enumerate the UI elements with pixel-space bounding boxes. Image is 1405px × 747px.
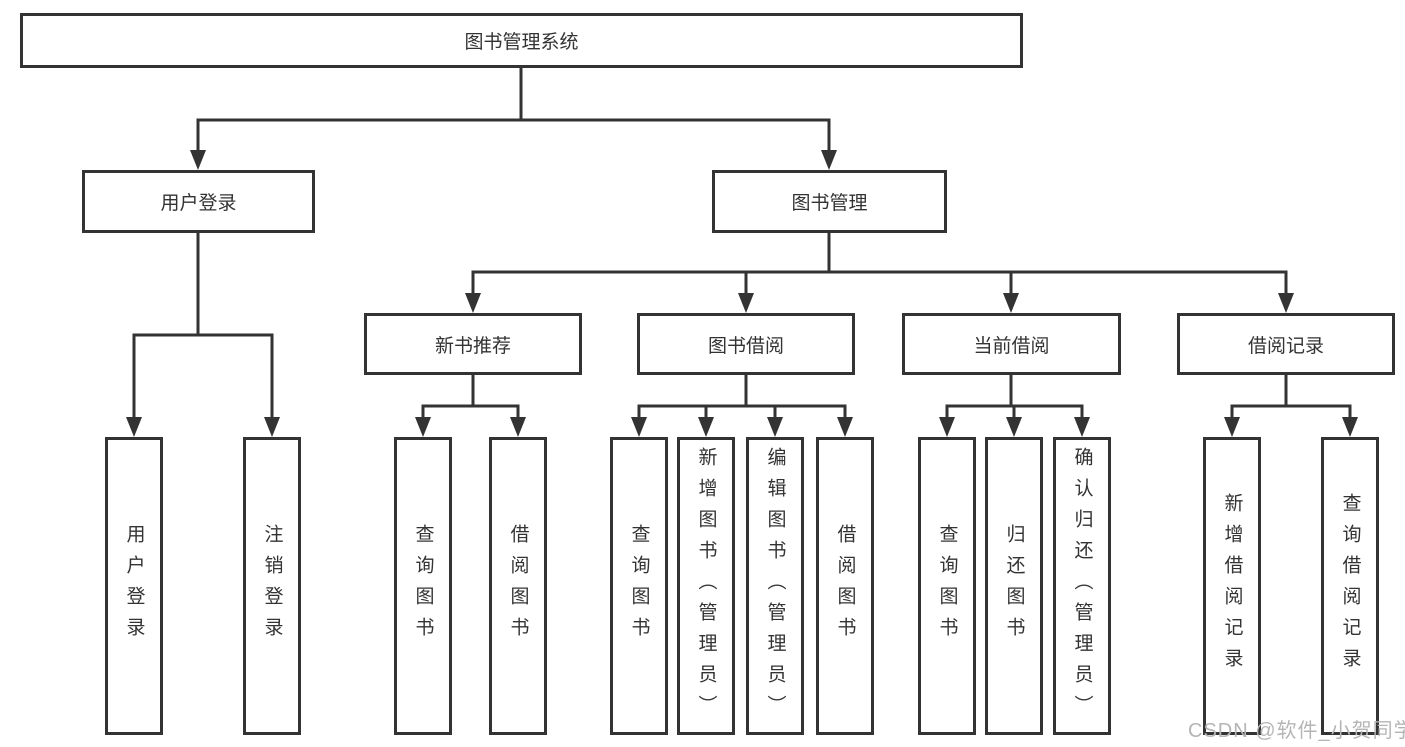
connector-root-branch bbox=[196, 68, 831, 152]
connector-current-borrow-branch bbox=[945, 375, 1084, 419]
leaf-query-books-borrowing: 查询图书 bbox=[610, 437, 668, 735]
leaf-query-borrow-record: 查询借阅记录 bbox=[1321, 437, 1379, 735]
connector-book-borrow-branch bbox=[637, 375, 847, 419]
connector-book-management-branch bbox=[471, 233, 1288, 295]
leaf-user-login: 用户登录 bbox=[105, 437, 163, 735]
leaf-borrow-books-borrowing: 借阅图书 bbox=[816, 437, 874, 735]
leaf-query-books-recommend: 查询图书 bbox=[394, 437, 452, 735]
node-user-login: 用户登录 bbox=[82, 170, 315, 233]
leaf-query-books-current: 查询图书 bbox=[918, 437, 976, 735]
leaf-edit-book-admin: 编辑图书（管理员） bbox=[746, 437, 804, 735]
leaf-return-books: 归还图书 bbox=[985, 437, 1043, 735]
leaf-add-borrow-record: 新增借阅记录 bbox=[1203, 437, 1261, 735]
node-library-management-system: 图书管理系统 bbox=[20, 13, 1023, 68]
csdn-watermark: CSDN @软件_小贺同学 bbox=[1188, 720, 1405, 742]
leaf-add-book-admin: 新增图书（管理员） bbox=[677, 437, 735, 735]
node-current-borrowing: 当前借阅 bbox=[902, 313, 1121, 375]
leaf-borrow-books-recommend: 借阅图书 bbox=[489, 437, 547, 735]
connector-user-login-branch bbox=[132, 233, 274, 419]
node-borrowing-records: 借阅记录 bbox=[1177, 313, 1395, 375]
leaf-confirm-return-admin: 确认归还（管理员） bbox=[1053, 437, 1111, 735]
arrowheads-leaves bbox=[126, 417, 1358, 437]
node-book-borrowing: 图书借阅 bbox=[637, 313, 855, 375]
arrowheads-level3 bbox=[465, 293, 1294, 313]
node-book-management: 图书管理 bbox=[712, 170, 947, 233]
node-new-book-recommendation: 新书推荐 bbox=[364, 313, 582, 375]
connector-borrow-record-branch bbox=[1230, 375, 1352, 419]
leaf-logout: 注销登录 bbox=[243, 437, 301, 735]
arrowheads-level2 bbox=[190, 150, 837, 170]
connector-new-book-branch bbox=[421, 375, 520, 419]
